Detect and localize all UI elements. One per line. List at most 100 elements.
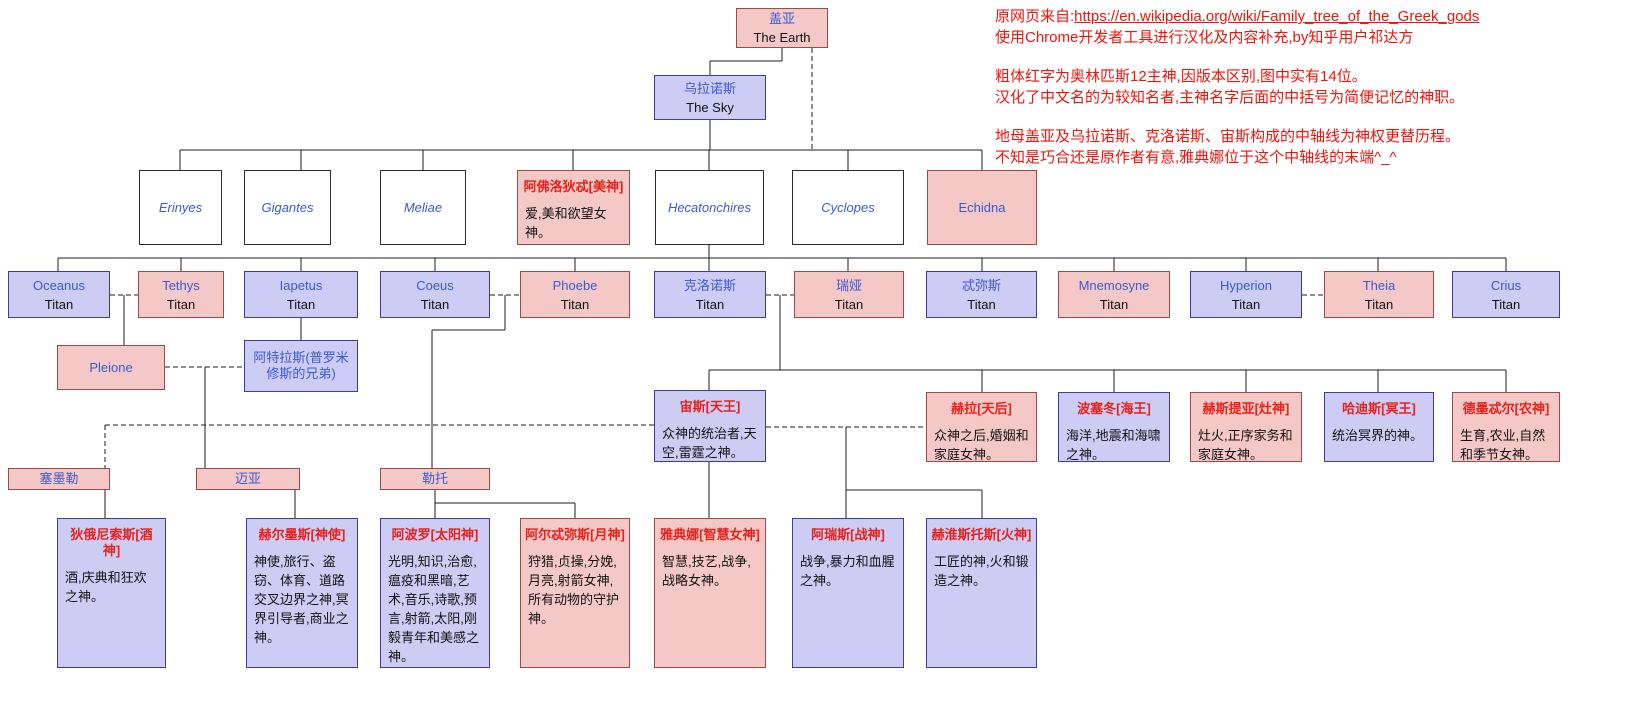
apollo-name: 阿波罗[太阳神] xyxy=(391,527,479,542)
node-apollo[interactable]: 阿波罗[太阳神]光明,知识,治愈,瘟疫和黑暗,艺术,音乐,诗歌,预言,射箭,太阳… xyxy=(380,518,490,668)
oceanus-subtitle: Titan xyxy=(44,296,74,312)
node-hera[interactable]: 赫拉[天后] 众神之后,婚姻和家庭女神。 xyxy=(926,392,1037,462)
annotation-source-url-link[interactable]: https://en.wikipedia.org/wiki/Family_tre… xyxy=(1074,8,1480,25)
node-hecatonchires[interactable]: Hecatonchires xyxy=(655,170,764,245)
annotation-note-axis: 地母盖亚及乌拉诺斯、克洛诺斯、宙斯构成的中轴线为神权更替历程。 xyxy=(995,128,1461,145)
node-zeus[interactable]: 宙斯[天王] 众神的统治者,天空,雷霆之神。 xyxy=(654,390,766,462)
node-aphrodite[interactable]: 阿佛洛狄忒[美神] 爱,美和欲望女神。 xyxy=(517,170,630,245)
node-demeter[interactable]: 德墨忒尔[农神] 生育,农业,自然和季节女神。 xyxy=(1452,392,1560,462)
hestia-description: 灶火,正序家务和家庭女神。 xyxy=(1198,428,1293,462)
annotation-note-naming: 汉化了中文名的为较知名者,主神名字后面的中括号为简便记忆的神职。 xyxy=(995,89,1465,106)
node-pleione[interactable]: Pleione xyxy=(57,345,165,390)
leto-name: 勒托 xyxy=(421,471,448,486)
coeus-subtitle: Titan xyxy=(420,296,450,312)
hera-description: 众神之后,婚姻和家庭女神。 xyxy=(934,428,1029,462)
tethys-name: Tethys xyxy=(162,277,200,293)
aphrodite-name: 阿佛洛狄忒[美神] xyxy=(523,179,624,194)
hyperion-name: Hyperion xyxy=(1219,277,1273,293)
node-atlas[interactable]: 阿特拉斯(普罗米修斯的兄弟) xyxy=(244,340,358,392)
dionysus-name: 狄俄尼索斯[酒神] xyxy=(70,527,153,558)
semele-name: 塞墨勒 xyxy=(39,471,79,486)
aphrodite-description: 爱,美和欲望女神。 xyxy=(525,206,607,240)
node-erinyes[interactable]: Erinyes xyxy=(139,170,222,245)
node-hermes[interactable]: 赫尔墨斯[神使]神使,旅行、盗窃、体育、道路交叉边界之神,冥界引导者,商业之神。 xyxy=(246,518,358,668)
iapetus-subtitle: Titan xyxy=(286,296,316,312)
zeus-description: 众神的统治者,天空,雷霆之神。 xyxy=(662,426,757,460)
node-athena[interactable]: 雅典娜[智慧女神] 智慧,技艺,战争,战略女神。 xyxy=(654,518,766,668)
coeus-name: Coeus xyxy=(416,277,454,293)
node-hades[interactable]: 哈迪斯[冥王]统治冥界的神。 xyxy=(1324,392,1434,462)
annotation-block: 原网页来自:https://en.wikipedia.org/wiki/Fami… xyxy=(995,6,1635,168)
iapetus-name: Iapetus xyxy=(279,277,323,293)
gaia-name: 盖亚 xyxy=(768,11,795,26)
hades-name: 哈迪斯[冥王] xyxy=(1342,401,1416,416)
demeter-description: 生育,农业,自然和季节女神。 xyxy=(1460,428,1546,462)
node-gigantes[interactable]: Gigantes xyxy=(244,170,331,245)
athena-name: 雅典娜[智慧女神] xyxy=(660,527,760,542)
node-meliae[interactable]: Meliae xyxy=(380,170,466,245)
annotation-note-olympians: 粗体红字为奥林匹斯12主神,因版本区别,图中实有14位。 xyxy=(995,68,1367,85)
hera-name: 赫拉[天后] xyxy=(951,401,1012,416)
annotation-source-prefix: 原网页来自: xyxy=(995,8,1075,25)
artemis-name: 阿尔忒弥斯[月神] xyxy=(525,527,625,542)
oceanus-name: Oceanus xyxy=(32,277,86,293)
node-echidna[interactable]: Echidna xyxy=(927,170,1037,245)
crius-name: Crius xyxy=(1490,277,1522,293)
node-hephaestus[interactable]: 赫淮斯托斯[火神] 工匠的神,火和锻造之神。 xyxy=(926,518,1037,668)
artemis-description: 狩猎,贞操,分娩,月亮,射箭女神,所有动物的守护神。 xyxy=(528,554,620,626)
hephaestus-description: 工匠的神,火和锻造之神。 xyxy=(934,554,1029,588)
annotation-note-athena: 不知是巧合还是原作者有意,雅典娜位于这个中轴线的末端^_^ xyxy=(995,149,1397,166)
node-poseidon[interactable]: 波塞冬[海王]海洋,地震和海啸之神。 xyxy=(1058,392,1170,462)
athena-description: 智慧,技艺,战争,战略女神。 xyxy=(662,554,751,588)
node-cyclopes[interactable]: Cyclopes xyxy=(792,170,904,245)
ares-name: 阿瑞斯[战神] xyxy=(811,527,885,542)
erinyes-name: Erinyes xyxy=(158,199,203,215)
ares-description: 战争,暴力和血腥之神。 xyxy=(800,554,895,588)
node-cronus[interactable]: 克洛诺斯 Titan xyxy=(654,271,766,318)
tethys-subtitle: Titan xyxy=(166,296,196,312)
cronus-subtitle: Titan xyxy=(695,296,725,312)
mnemosyne-name: Mnemosyne xyxy=(1078,277,1150,293)
node-dionysus[interactable]: 狄俄尼索斯[酒神] 酒,庆典和狂欢之神。 xyxy=(57,518,166,668)
crius-subtitle: Titan xyxy=(1491,296,1521,312)
rhea-subtitle: Titan xyxy=(834,296,864,312)
node-leto[interactable]: 勒托 xyxy=(380,468,490,490)
hyperion-subtitle: Titan xyxy=(1231,296,1261,312)
hephaestus-name: 赫淮斯托斯[火神] xyxy=(931,527,1032,542)
dionysus-description: 酒,庆典和狂欢之神。 xyxy=(65,570,147,604)
atlas-name: 阿特拉斯(普罗米修斯的兄弟) xyxy=(253,350,349,381)
uranus-name: 乌拉诺斯 xyxy=(683,80,736,96)
node-artemis[interactable]: 阿尔忒弥斯[月神] 狩猎,贞操,分娩,月亮,射箭女神,所有动物的守护神。 xyxy=(520,518,630,668)
phoebe-name: Phoebe xyxy=(552,277,598,293)
theia-name: Theia xyxy=(1362,277,1396,293)
zeus-name: 宙斯[天王] xyxy=(679,399,741,414)
hestia-name: 赫斯提亚[灶神] xyxy=(1202,401,1290,416)
hecatonchires-name: Hecatonchires xyxy=(667,199,752,215)
node-ares[interactable]: 阿瑞斯[战神] 战争,暴力和血腥之神。 xyxy=(792,518,904,668)
demeter-name: 德墨忒尔[农神] xyxy=(1462,401,1550,416)
node-semele[interactable]: 塞墨勒 xyxy=(8,468,110,490)
cronus-name: 克洛诺斯 xyxy=(683,277,736,293)
poseidon-description: 海洋,地震和海啸之神。 xyxy=(1066,428,1161,462)
themis-name: 忒弥斯 xyxy=(961,277,1001,293)
phoebe-subtitle: Titan xyxy=(560,296,590,312)
node-maia[interactable]: 迈亚 xyxy=(196,468,300,490)
annotation-source-line: 原网页来自:https://en.wikipedia.org/wiki/Fami… xyxy=(995,6,1635,27)
node-hestia[interactable]: 赫斯提亚[灶神] 灶火,正序家务和家庭女神。 xyxy=(1190,392,1302,462)
